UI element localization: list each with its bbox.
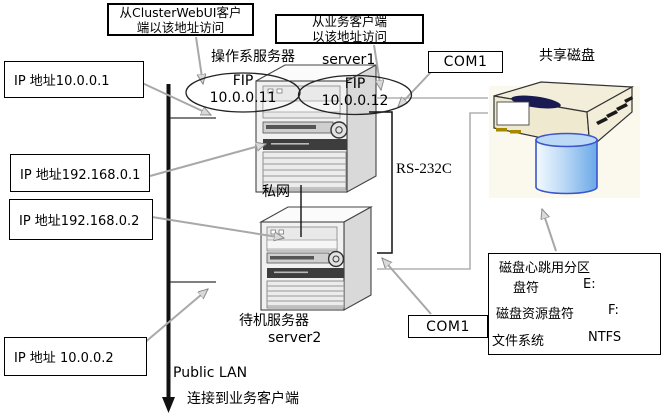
server2-role-label: 待机服务器 <box>239 313 309 329</box>
callout-business-client: 从业务客户端 以该地址访问 <box>275 14 424 44</box>
ip-box-1: IP 地址10.0.0.1 <box>4 61 144 98</box>
disk-info-row3-value: NTFS <box>588 330 622 345</box>
callout-business-line1: 从业务客户端 <box>311 14 387 29</box>
private-network-label: 私网 <box>262 184 290 200</box>
connect-note-label: 连接到业务客户端 <box>187 391 299 407</box>
shared-disk-label: 共享磁盘 <box>539 48 595 64</box>
disk-info-row2-value: F: <box>608 303 619 318</box>
server1-role-label: 操作系服务器 <box>211 49 295 65</box>
arrow-ip3-to-server2 <box>151 216 284 238</box>
arrow-ip2-to-server1 <box>149 144 266 177</box>
server1-tower <box>255 64 377 193</box>
public-lan-label: Public LAN <box>173 365 248 381</box>
server1-name-label: server1 <box>322 52 376 68</box>
disk-cylinder <box>535 132 598 195</box>
arrow-com1top-to-link <box>398 71 432 107</box>
callout-webui-line2: 端以该地址访问 <box>136 19 225 35</box>
ip-box-2: IP 地址192.168.0.1 <box>10 154 150 192</box>
server2-tower <box>258 206 374 311</box>
arrow-info-to-cylinder <box>542 209 557 252</box>
disk-info-row1-value: E: <box>583 277 596 292</box>
arrow-webui-to-fip1 <box>195 36 203 84</box>
arrow-business-to-fip2 <box>373 44 381 90</box>
shared-disk-device <box>489 81 640 198</box>
disk-cable-server2 <box>377 112 488 270</box>
disk-side-vents <box>596 96 633 125</box>
fip2-ellipse <box>297 74 413 116</box>
public-lan-arrowhead <box>162 397 175 413</box>
fip1-text: FIP 10.0.0.11 <box>187 73 299 107</box>
rs232c-label: RS-232C <box>396 161 452 177</box>
callout-business-line2: 以该地址访问 <box>311 29 387 44</box>
ip-box-4: IP 地址 10.0.0.2 <box>4 337 147 376</box>
disk-info-box: 磁盘心跳用分区 盘符 E: 磁盘资源盘符 F: 文件系统 NTFS <box>488 253 661 355</box>
com1-box-bottom: COM1 <box>408 315 488 338</box>
fip1-ellipse <box>185 72 301 113</box>
arrow-com1bottom-to-link <box>382 258 432 315</box>
disk-led-2 <box>510 130 521 134</box>
com1-box-top: COM1 <box>428 51 503 73</box>
disk-info-title: 磁盘心跳用分区 <box>499 261 591 276</box>
fip2-address: 10.0.0.12 <box>321 93 389 109</box>
fip1-label: FIP <box>232 73 254 89</box>
fip2-label: FIP <box>344 76 366 92</box>
fip1-address: 10.0.0.11 <box>209 90 277 106</box>
ip-box-3: IP 地址192.168.0.2 <box>9 199 153 240</box>
disk-front-panel <box>496 101 530 126</box>
disk-top-oval <box>511 95 561 109</box>
disk-info-row3-label: 文件系统 <box>492 334 545 349</box>
server2-name-label: server2 <box>268 330 322 346</box>
arrow-ip1-to-lan <box>139 81 211 116</box>
fip2-text: FIP 10.0.0.12 <box>299 76 411 110</box>
callout-webui-client: 从ClusterWebUI客户 端以该地址访问 <box>107 3 254 36</box>
disk-info-row1-label: 盘符 <box>513 281 540 296</box>
callout-webui-line1: 从ClusterWebUI客户 <box>119 4 242 20</box>
disk-led-1 <box>496 128 507 132</box>
disk-info-row2-label: 磁盘资源盘符 <box>496 307 575 322</box>
